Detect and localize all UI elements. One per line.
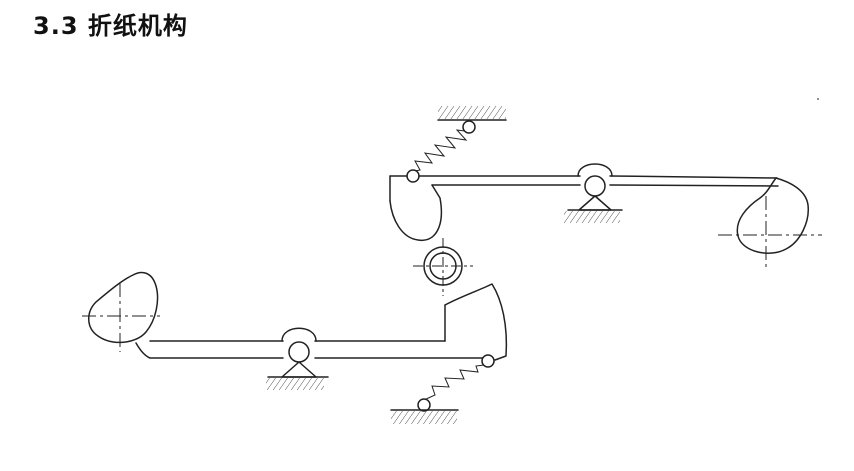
lower-lever [135,304,486,359]
lower-spring [417,354,495,412]
upper-jaw [389,184,443,241]
upper-spring [406,120,476,183]
center-roller [413,238,473,296]
lower-jaw [444,283,508,361]
stray-dot [817,98,819,100]
upper-spring-ground [437,106,507,121]
lower-spring-ground [390,409,459,424]
left-cam [82,271,160,352]
upper-lever [389,175,779,202]
lower-pivot [266,327,329,390]
upper-pivot [564,163,623,223]
right-cam [718,177,822,271]
section-title: 3.3 折纸机构 [33,12,188,40]
